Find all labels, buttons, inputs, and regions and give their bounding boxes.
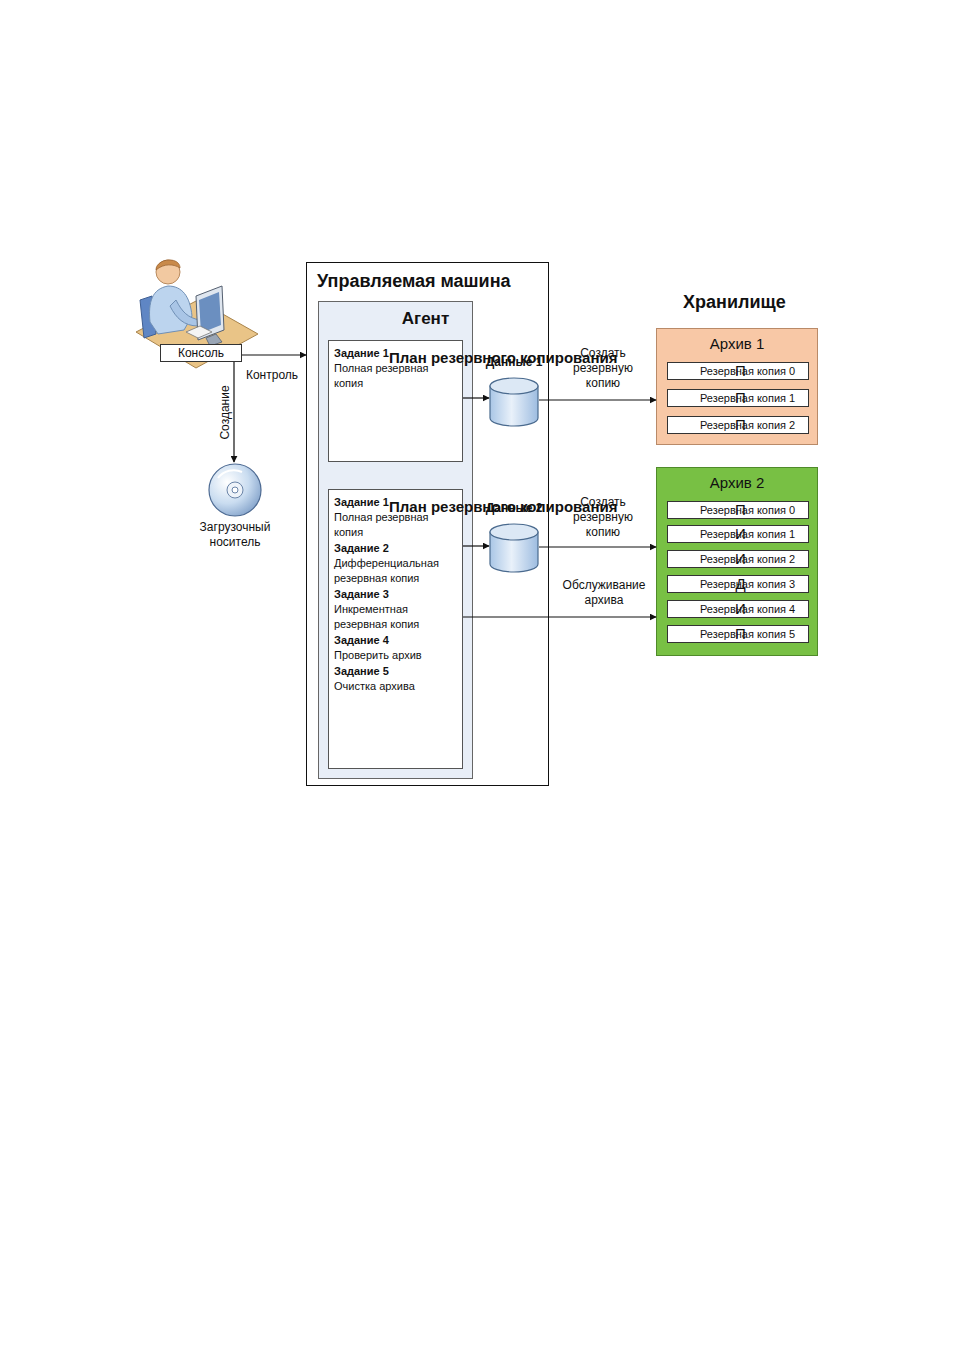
cylinder-top xyxy=(490,378,538,394)
task-title: Задание 5 xyxy=(334,664,457,679)
cylinder-top xyxy=(490,524,538,540)
operator-body xyxy=(150,286,192,334)
operator-head xyxy=(156,260,180,284)
backup-row: ДРезервная копия 3 xyxy=(667,575,809,593)
task-title: Задание 2 xyxy=(334,541,457,556)
disc-hub xyxy=(227,482,243,498)
backup-plan-box: План резервного копированияЗадание 1Полн… xyxy=(328,340,463,462)
backup-name: Резервная копия 5 xyxy=(700,626,795,642)
disc-shine xyxy=(218,470,242,478)
console-box: Консоль xyxy=(160,344,242,362)
data-cylinder: Данные 1 xyxy=(489,378,539,427)
node-title: Управляемая машина xyxy=(317,271,511,292)
connector-arrow xyxy=(242,354,306,355)
archive-box: ПРезервная копия 0 ПРезервная копия 1 ПРез… xyxy=(656,328,818,445)
backup-name: Резервная копия 0 xyxy=(700,363,795,379)
backup-name: Резервная копия 2 xyxy=(700,417,795,433)
cylinder-shape xyxy=(489,524,539,573)
operator-arm xyxy=(170,300,200,326)
edge-label: Создать резервную копию xyxy=(563,495,643,540)
connector-arrow xyxy=(233,362,234,462)
node-title: Консоль xyxy=(161,345,241,361)
task-description: Дифференциальная резервная копия xyxy=(334,556,454,586)
plan-title: План резервного копирования xyxy=(389,497,489,516)
disc-shape xyxy=(190,462,280,518)
backup-row: ПРезервная копия 5 xyxy=(667,625,809,643)
agent-box: План резервного копированияЗадание 1Полн… xyxy=(318,301,473,779)
operator-illustration xyxy=(136,260,258,368)
backup-name: Резервная копия 0 xyxy=(700,502,795,518)
edge-label: Обслуживание архива xyxy=(549,578,659,608)
backup-row: ИРезервная копия 1 xyxy=(667,525,809,543)
task-title: Задание 3 xyxy=(334,587,457,602)
disc-hole xyxy=(232,487,238,493)
backup-name: Резервная копия 1 xyxy=(700,526,795,542)
cylinder-shape xyxy=(489,378,539,427)
machine-box: План резервного копированияЗадание 1Полн… xyxy=(306,262,549,786)
plan-title: План резервного копирования xyxy=(389,348,489,367)
disc xyxy=(209,464,261,516)
node-title: Архив 1 xyxy=(657,335,817,352)
node-caption: Загрузочный носитель xyxy=(190,520,280,550)
keyboard xyxy=(186,326,212,338)
edge-label: Создание xyxy=(218,378,233,448)
backup-name: Резервная копия 3 xyxy=(700,576,795,592)
backup-name: Резервная копия 2 xyxy=(700,551,795,567)
boot-media: Загрузочный носитель xyxy=(190,462,280,557)
connector-arrow xyxy=(539,399,656,400)
task-description: Инкрементная резервная копия xyxy=(334,602,454,632)
backup-row: ПРезервная копия 2 xyxy=(667,416,809,434)
edge-label: Создать резервную копию xyxy=(563,346,643,391)
node-caption: Данные 2 xyxy=(469,501,559,515)
backup-row: ИРезервная копия 4 xyxy=(667,600,809,618)
task-description: Проверить архив xyxy=(334,648,454,663)
operator-hair xyxy=(156,260,180,270)
backup-row: ИРезервная копия 2 xyxy=(667,550,809,568)
storage-heading: Хранилище xyxy=(683,292,786,313)
backup-row: ПРезервная копия 0 xyxy=(667,501,809,519)
backup-plan-box: План резервного копированияЗадание 1Полн… xyxy=(328,489,463,769)
backup-row: ПРезервная копия 1 xyxy=(667,389,809,407)
data-cylinder: Данные 2 xyxy=(489,524,539,573)
backup-name: Резервная копия 4 xyxy=(700,601,795,617)
node-title: Агент xyxy=(379,309,472,329)
connector-arrow xyxy=(539,546,656,547)
archive-box: ПРезервная копия 0 ИРезервная копия 1 ИРез… xyxy=(656,467,818,656)
task-title: Задание 4 xyxy=(334,633,457,648)
node-title: Архив 2 xyxy=(657,474,817,491)
node-caption: Данные 1 xyxy=(469,355,559,369)
backup-name: Резервная копия 1 xyxy=(700,390,795,406)
backup-row: ПРезервная копия 0 xyxy=(667,362,809,380)
task-description: Очистка архива xyxy=(334,679,454,694)
edge-label: Контроль xyxy=(237,368,307,383)
